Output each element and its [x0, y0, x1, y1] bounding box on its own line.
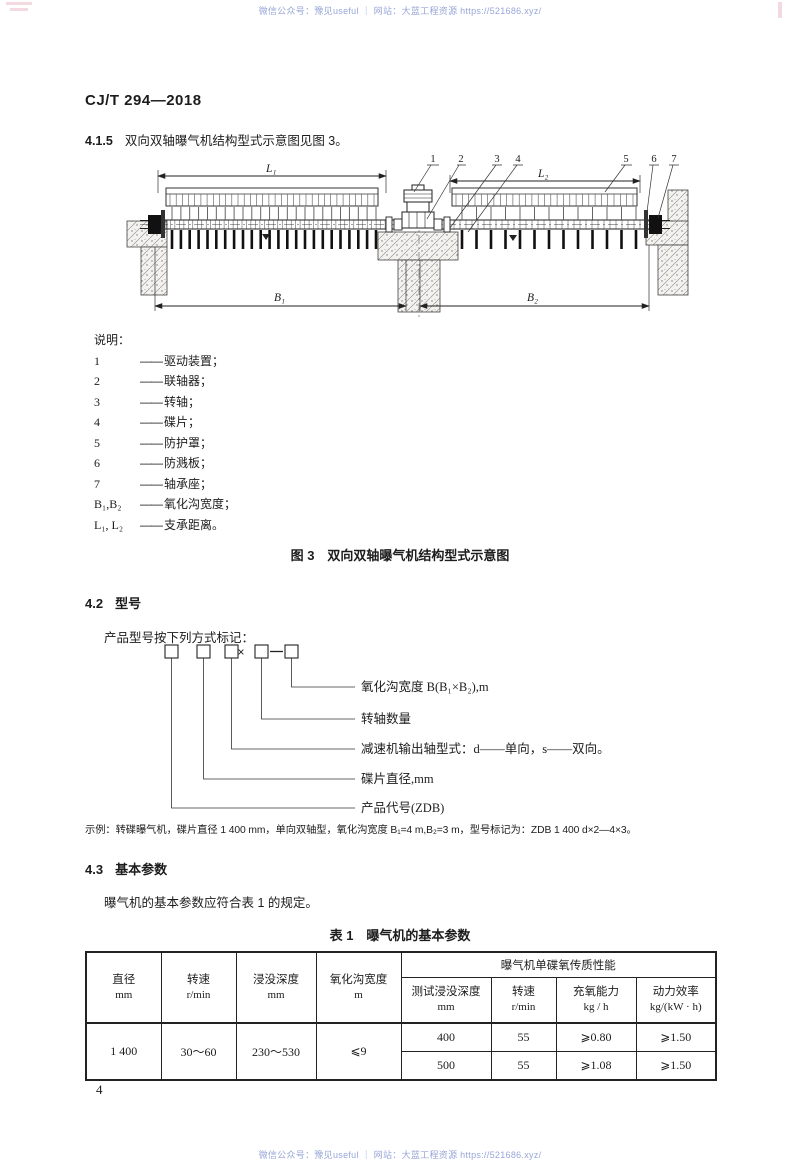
cell-immersion: 230～530 [235, 1022, 317, 1081]
col-header-immersion: 浸没深度 mm [235, 951, 317, 1024]
dimension-L2: L₂ [449, 168, 641, 193]
center-support [377, 218, 459, 318]
drive-unit [401, 184, 435, 229]
col-header-power-efficiency: 动力效率 kg/(kW · h) [635, 977, 717, 1024]
cell-power-efficiency: ⩾1.50 [635, 1051, 717, 1081]
clause-number: 4.1.5 [85, 134, 113, 148]
table1-basic-parameters: 直径 mm 转速 r/min 浸没深度 mm 氧化沟宽度 m 曝气机单碟氧传质性… [85, 951, 717, 1081]
cell-test-speed: 55 [490, 1051, 557, 1081]
col-header-performance-group: 曝气机单碟氧传质性能 [400, 951, 717, 978]
cell-diameter: 1 400 [85, 1022, 162, 1081]
svg-text:1: 1 [430, 154, 435, 165]
svg-text:L₂: L₂ [537, 168, 548, 180]
svg-text:转轴数量: 转轴数量 [361, 711, 411, 726]
svg-text:3: 3 [494, 154, 499, 165]
table-row: 1 400 30～60 230～530 ⩽9 400 55 ⩾0.80 ⩾1.5… [85, 1022, 717, 1081]
scan-artifact [6, 2, 32, 5]
svg-text:氧化沟宽度 B(B₁×B₂),m: 氧化沟宽度 B(B₁×B₂),m [361, 679, 489, 694]
right-support [645, 189, 689, 296]
legend-item: 4 —— 碟片； [94, 415, 201, 429]
right-discs-lower [460, 230, 638, 249]
dimension-B1: B₁ [154, 247, 407, 311]
col-header-diameter: 直径 mm [85, 951, 162, 1024]
svg-text:5: 5 [623, 154, 628, 165]
svg-text:产品代号(ZDB): 产品代号(ZDB) [361, 801, 444, 815]
cell-power-efficiency: ⩾1.50 [635, 1022, 717, 1052]
legend-item: 1 —— 驱动装置； [94, 353, 225, 368]
right-discs-upper [461, 207, 637, 220]
svg-text:L₁: L₁ [265, 163, 276, 175]
model-code-diagram: × 氧化沟宽度 B(B₁×B₂),m 转轴数量 减速机输出轴型式：d——单向，s… [164, 644, 610, 815]
svg-text:4: 4 [515, 154, 521, 165]
legend-item: 5 —— 防护罩； [94, 435, 213, 450]
svg-text:减速机输出轴型式：d——单向，s——双向。: 减速机输出轴型式：d——单向，s——双向。 [361, 741, 610, 756]
cell-test-immersion: 400 [400, 1022, 492, 1052]
left-protective-cover [165, 187, 379, 207]
col-header-test-speed: 转速 r/min [490, 977, 557, 1024]
left-splash-plate [161, 210, 165, 238]
cell-test-speed: 55 [490, 1022, 557, 1052]
legend-item: B₁,B₂ —— 氧化沟宽度； [94, 497, 237, 511]
cell-oxygen-capacity: ⩾1.08 [555, 1051, 637, 1081]
col-header-ditch-width: 氧化沟宽度 m [315, 951, 402, 1024]
callout-numbers: 1 2 3 4 5 6 7 [430, 154, 676, 165]
col-header-test-immersion: 测试浸没深度 mm [400, 977, 492, 1024]
model-example: 示例：转碟曝气机，碟片直径 1 400 mm，单向双轴型，氧化沟宽度 B₁=4 … [85, 825, 637, 836]
col-header-oxygen-capacity: 充氧能力 kg / h [555, 977, 637, 1024]
callout-leaders [413, 164, 679, 233]
legend-item: 6 —— 防溅板； [94, 456, 213, 470]
left-discs-upper [171, 207, 377, 220]
dimension-L1: L₁ [157, 163, 387, 193]
standard-code: CJ/T 294—2018 [85, 92, 202, 109]
aerator-structure-diagram: L₁ L₂ B₁ B₂ [126, 154, 689, 318]
couplings [385, 216, 451, 233]
table-row: 500 55 ⩾1.08 ⩾1.50 [86, 1051, 717, 1081]
cell-speed: 30～60 [160, 1022, 237, 1081]
figure3-legend: 说明： 1 —— 驱动装置； 2 —— 联轴器； 3 —— 转轴； 4 —— 碟… [94, 330, 236, 535]
table1-caption: 表 1 曝气机的基本参数 [329, 928, 471, 943]
right-bearing-housing [649, 215, 662, 234]
model-connector-lines [171, 658, 355, 809]
left-bearing-housing [148, 215, 161, 234]
legend-item: L₁, L₂ —— 支承距离。 [94, 517, 225, 532]
clause-4-1-5: 4.1.5 双向双轴曝气机结构型式示意图见图 3。 [85, 130, 348, 149]
times-mark: × [237, 645, 244, 659]
cell-test-immersion: 500 [400, 1051, 492, 1081]
svg-text:2: 2 [458, 154, 463, 165]
right-splash-plate [644, 210, 648, 238]
scan-artifact [778, 2, 782, 18]
right-protective-cover [451, 187, 638, 207]
cell-oxygen-capacity: ⩾0.80 [555, 1022, 637, 1052]
figure3-caption: 图 3 双向双轴曝气机结构型式示意图 [290, 548, 510, 563]
legend-title: 说明： [94, 333, 131, 347]
col-header-speed: 转速 r/min [160, 951, 237, 1024]
svg-text:碟片直径,mm: 碟片直径,mm [361, 772, 434, 786]
scan-artifact [10, 8, 28, 11]
svg-text:6: 6 [651, 154, 656, 165]
model-labels: 氧化沟宽度 B(B₁×B₂),m 转轴数量 减速机输出轴型式：d——单向，s——… [361, 679, 610, 815]
legend-item: 3 —— 转轴； [94, 394, 201, 409]
cell-ditch-width: ⩽9 [315, 1022, 402, 1081]
clause-text: 双向双轴曝气机结构型式示意图见图 3。 [124, 134, 348, 148]
legend-item: 7 —— 轴承座； [94, 476, 213, 491]
page-number: 4 [96, 1082, 103, 1097]
model-designation-diagram: × 氧化沟宽度 B(B₁×B₂),m 转轴数量 减速机输出轴型式：d——单向，s… [0, 642, 800, 820]
legend-item: 2 —— 联轴器； [94, 374, 213, 388]
dimension-B2: B₂ [419, 245, 650, 311]
left-discs-lower [170, 230, 378, 249]
table-intro: 曝气机的基本参数应符合表 1 的规定。 [104, 896, 318, 910]
figure3-drawing: L₁ L₂ B₁ B₂ [0, 148, 800, 326]
svg-text:B₁: B₁ [274, 292, 285, 304]
svg-text:7: 7 [671, 154, 676, 165]
watermark-top: 微信公众号：豫见useful ｜ 网站：大蓝工程资源 https://52168… [258, 6, 542, 16]
svg-text:B₂: B₂ [527, 292, 538, 304]
model-intro: 产品型号按下列方式标记： [104, 631, 255, 645]
watermark-bottom: 微信公众号：豫见useful ｜ 网站：大蓝工程资源 https://52168… [258, 1150, 542, 1160]
